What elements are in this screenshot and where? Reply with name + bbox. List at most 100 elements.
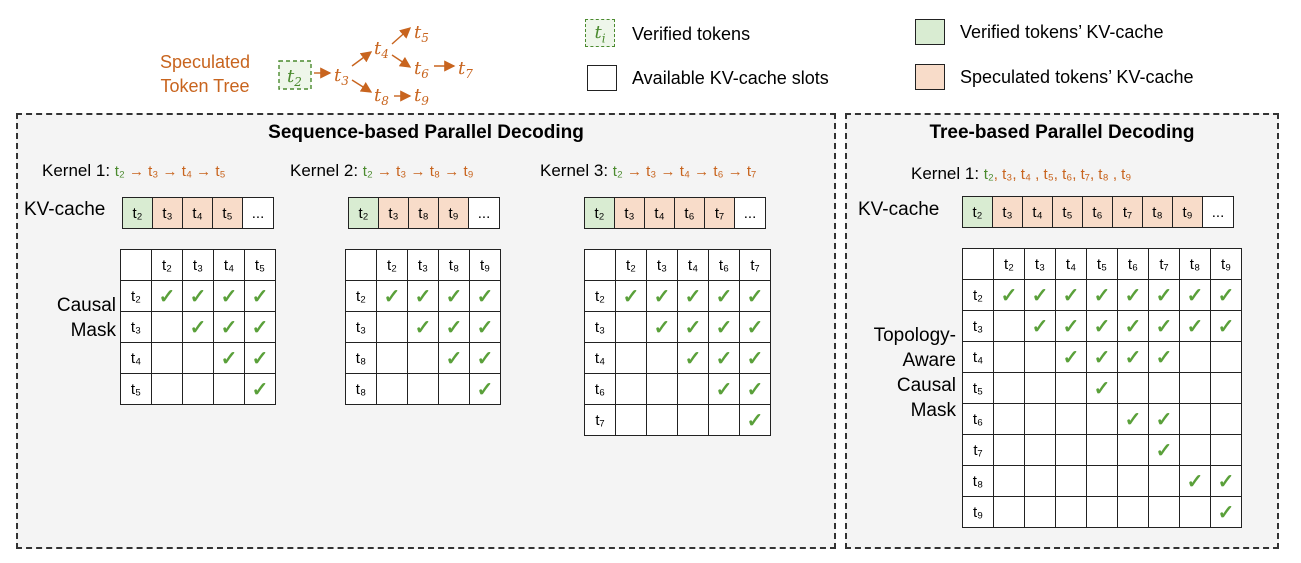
tree-mask-check-0-6: ✓ — [1179, 279, 1211, 311]
tree-kv-row-cell-2: t₄ — [1023, 197, 1053, 227]
kernel-2-mask-empty-3-1 — [407, 373, 439, 405]
tree-mask-check-6-7: ✓ — [1210, 465, 1242, 497]
tree-mask-empty-4-7 — [1210, 403, 1242, 435]
kernel-1-mask-check-1-3: ✓ — [244, 311, 276, 343]
kernel-1-mask-row-0: t₂✓✓✓✓ — [120, 280, 276, 312]
legend-verified-tokens: Verified tokens — [632, 24, 751, 44]
tree-kv-row-cell-3: t₅ — [1053, 197, 1083, 227]
tree-mask-empty-1-0 — [993, 310, 1025, 342]
kernel-1-mask-col-header-0: t₂ — [151, 249, 183, 281]
tree-mask-check-7-7: ✓ — [1210, 496, 1242, 528]
kernel-1-mask-check-3-3: ✓ — [244, 373, 276, 405]
tree-kernel-rest: , t₃, t₄ , t₅, t₆, t₇, t₈ , t₉ — [993, 166, 1132, 183]
causal-mask-label-line1: Causal — [56, 295, 116, 316]
kernel-3-mask-row-header-0: t₂ — [584, 280, 616, 312]
tree-mask-row-header-4: t₆ — [962, 403, 994, 435]
tree-mask-row-7: t₉✓ — [962, 496, 1242, 528]
kernel-3-mask-check-1-3: ✓ — [708, 311, 740, 343]
tree-mask-check-4-5: ✓ — [1148, 403, 1180, 435]
kernel-1-mask-row-header-1: t₃ — [120, 311, 152, 343]
kernel-3-mask-row-header-2: t₄ — [584, 342, 616, 374]
kernel-3-mask-empty-4-1 — [646, 404, 678, 436]
tree-node-t5: t5 — [414, 22, 429, 45]
tree-mask-empty-7-5 — [1148, 496, 1180, 528]
kernel-2-kv-row-cell-3: t₉ — [439, 198, 469, 228]
kernel-2-mask-col-header-2: t₈ — [438, 249, 470, 281]
tree-mask-check-0-1: ✓ — [1024, 279, 1056, 311]
kernel-1-mask-row-header-3: t₅ — [120, 373, 152, 405]
kernel-3-mask-empty-3-0 — [615, 373, 647, 405]
kernel-3-mask-check-0-2: ✓ — [677, 280, 709, 312]
kernel-2-mask-row-header-0: t₂ — [345, 280, 377, 312]
kernel-3-mask-row-0: t₂✓✓✓✓✓ — [584, 280, 771, 312]
tree-mask-empty-5-0 — [993, 434, 1025, 466]
kernel-1-label: Kernel 1: t₂ → t₃ → t₄ → t₅ — [42, 161, 226, 181]
tree-kv-row-cell-5: t₇ — [1113, 197, 1143, 227]
tree-mask-row-6: t₈✓✓ — [962, 465, 1242, 497]
kernel-2-mask-check-0-0: ✓ — [376, 280, 408, 312]
kernel-2-mask-col-header-0: t₂ — [376, 249, 408, 281]
kernel-3-mask-empty-4-2 — [677, 404, 709, 436]
tree-node-t7: t7 — [458, 58, 473, 81]
tree-mask-col-header-6: t₈ — [1179, 248, 1211, 280]
kernel-3-mask-check-1-4: ✓ — [739, 311, 771, 343]
kernel-2-mask-empty-3-0 — [376, 373, 408, 405]
tree-panel-title: Tree-based Parallel Decoding — [929, 122, 1195, 143]
tree-mask-row-3: t₅✓ — [962, 372, 1242, 404]
kernel-2-rest: → t₃ → t₈ → t₉ — [372, 163, 474, 180]
kernel-2-mask-row-3: t₈ ✓ — [345, 373, 501, 405]
kernel-2-mask-row-header-3: t₈ — [345, 373, 377, 405]
tree-mask-corner — [962, 248, 994, 280]
tree-mask-empty-3-2 — [1055, 372, 1087, 404]
tree-mask-empty-5-7 — [1210, 434, 1242, 466]
kernel-2-label: Kernel 2: t₂ → t₃ → t₈ → t₉ — [290, 161, 474, 181]
tree-label-line2: Token Tree — [160, 76, 250, 96]
kernel-1-mask-check-0-3: ✓ — [244, 280, 276, 312]
tree-kv-row-cell-7: t₉ — [1173, 197, 1203, 227]
kernel-3-mask-check-0-1: ✓ — [646, 280, 678, 312]
tree-mask-empty-3-5 — [1148, 372, 1180, 404]
kernel-2-mask-empty-2-1 — [407, 342, 439, 374]
kernel-3-mask-row-1: t₃✓✓✓✓ — [584, 311, 771, 343]
kernel-3-mask-empty-2-1 — [646, 342, 678, 374]
kernel-3-first: t₂ — [612, 163, 623, 180]
kernel-3-kv-row-cell-0: t₂ — [585, 198, 615, 228]
tree-mask-empty-7-3 — [1086, 496, 1118, 528]
kernel-3-rest: → t₃ → t₄ → t₆ → t₇ — [622, 163, 757, 180]
kernel-3-mask-empty-4-0 — [615, 404, 647, 436]
tree-mask-check-0-2: ✓ — [1055, 279, 1087, 311]
kernel-3-kv-row-cell-4: t₇ — [705, 198, 735, 228]
topology-mask-label-line2: Aware — [902, 350, 956, 371]
tree-mask-check-1-4: ✓ — [1117, 310, 1149, 342]
kernel-3-mask-check-0-0: ✓ — [615, 280, 647, 312]
kernel-3-mask-row-2: t₄✓✓✓ — [584, 342, 771, 374]
kernel-3-kv-row-cell-1: t₃ — [615, 198, 645, 228]
tree-mask-empty-3-6 — [1179, 372, 1211, 404]
kernel-2-mask-empty-2-0 — [376, 342, 408, 374]
tree-mask-check-3-3: ✓ — [1086, 372, 1118, 404]
tree-mask-empty-6-1 — [1024, 465, 1056, 497]
kernel-3-mask-corner — [584, 249, 616, 281]
kernel-2-mask-check-1-1: ✓ — [407, 311, 439, 343]
kernel-2-mask-check-3-3: ✓ — [469, 373, 501, 405]
tree-mask-empty-7-6 — [1179, 496, 1211, 528]
tree-node-t2-box — [278, 60, 312, 90]
legend-speculated-kv: Speculated tokens’ KV-cache — [960, 67, 1194, 87]
legend-available-slots: Available KV-cache slots — [632, 68, 829, 88]
kernel-3-mask-check-4-4: ✓ — [739, 404, 771, 436]
kernel-1-rest: → t₃ → t₄ → t₅ — [124, 163, 226, 180]
kernel-2-kv-row-cell-1: t₃ — [379, 198, 409, 228]
kernel-3-mask-empty-4-3 — [708, 404, 740, 436]
tree-mask-empty-4-2 — [1055, 403, 1087, 435]
kernel-2-first: t₂ — [362, 163, 373, 180]
kernel-2-mask-row-header-1: t₃ — [345, 311, 377, 343]
kernel-1-mask-empty-3-1 — [182, 373, 214, 405]
tree-mask-check-4-4: ✓ — [1117, 403, 1149, 435]
kernel-2-mask-check-2-2: ✓ — [438, 342, 470, 374]
tree-mask-check-1-6: ✓ — [1179, 310, 1211, 342]
tree-mask-empty-5-4 — [1117, 434, 1149, 466]
kernel-1-mask-check-1-2: ✓ — [213, 311, 245, 343]
kernel-1-mask-check-0-2: ✓ — [213, 280, 245, 312]
tree-mask-check-2-3: ✓ — [1086, 341, 1118, 373]
